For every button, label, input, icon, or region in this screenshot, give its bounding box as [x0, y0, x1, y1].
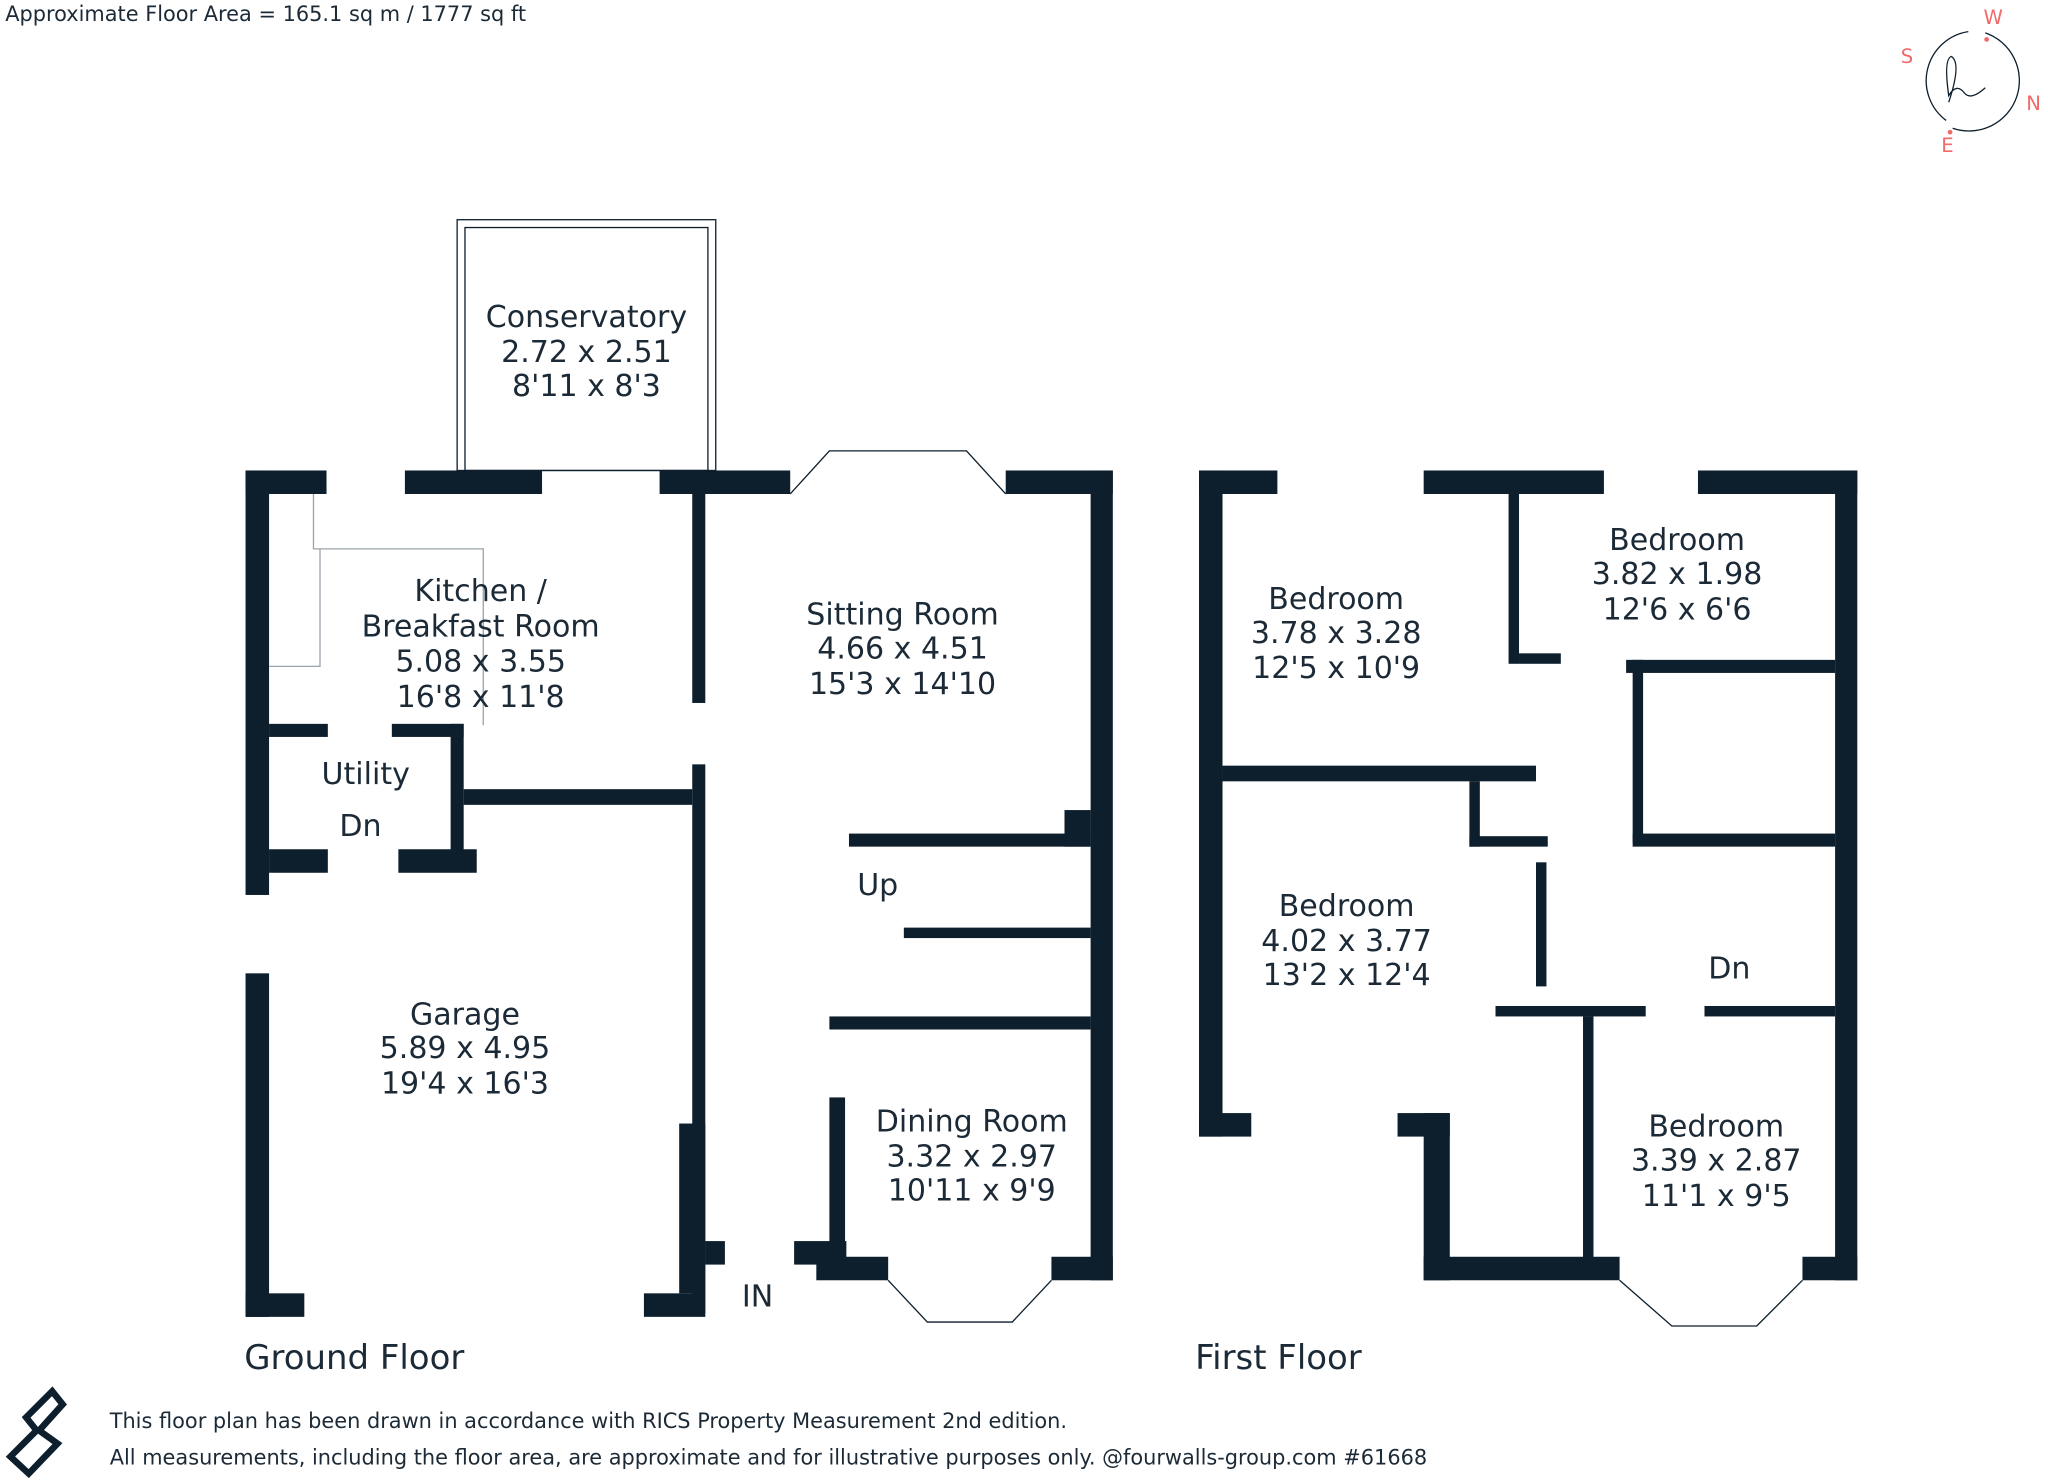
entrance-label: IN — [742, 1279, 773, 1314]
stairs-down-label: Dn — [1708, 952, 1750, 987]
room-dining: Dining Room 3.32 x 2.97 10'11 x 9'9 — [876, 1104, 1068, 1208]
first-floor-title: First Floor — [1195, 1338, 1362, 1378]
room-name: Breakfast Room — [362, 609, 600, 644]
room-metric: 5.89 x 4.95 — [380, 1031, 551, 1066]
footer-disclaimer-1: This floor plan has been drawn in accord… — [109, 1409, 1067, 1433]
footer-disclaimer-2: All measurements, including the floor ar… — [110, 1445, 1427, 1469]
room-metric: 5.08 x 3.55 — [395, 645, 566, 680]
room-metric: 4.02 x 3.77 — [1261, 924, 1432, 959]
compass-e: E — [1941, 134, 1953, 157]
room-name: Utility — [322, 757, 410, 792]
room-imperial: 11'1 x 9'5 — [1642, 1179, 1791, 1214]
room-name: Bedroom — [1279, 889, 1415, 924]
stairs-down-label: Dn — [339, 809, 381, 844]
stairs-up-label: Up — [857, 868, 898, 903]
room-sitting: Sitting Room 4.66 x 4.51 15'3 x 14'10 — [806, 598, 998, 702]
room-name: Conservatory — [486, 300, 687, 335]
room-metric: 2.72 x 2.51 — [501, 335, 672, 370]
room-name: Bedroom — [1648, 1110, 1784, 1145]
compass-n: N — [2026, 92, 2041, 115]
first-floor-walls — [1199, 470, 1858, 1327]
room-imperial: 12'6 x 6'6 — [1603, 592, 1752, 627]
room-bedroom-2: Bedroom 3.82 x 1.98 12'6 x 6'6 — [1592, 523, 1763, 627]
room-metric: 3.82 x 1.98 — [1592, 557, 1763, 592]
compass-w: W — [1983, 6, 2002, 29]
room-name: Kitchen / — [414, 574, 547, 609]
room-imperial: 19'4 x 16'3 — [381, 1067, 549, 1102]
room-name: Bedroom — [1268, 582, 1404, 617]
room-metric: 4.66 x 4.51 — [817, 632, 988, 667]
room-garage: Garage 5.89 x 4.95 19'4 x 16'3 — [380, 997, 551, 1101]
compass-s: S — [1901, 45, 1913, 68]
room-imperial: 12'5 x 10'9 — [1252, 651, 1420, 686]
floor-area-text: Approximate Floor Area = 165.1 sq m / 17… — [5, 2, 526, 26]
room-metric: 3.39 x 2.87 — [1631, 1144, 1802, 1179]
room-conservatory: Conservatory 2.72 x 2.51 8'11 x 8'3 — [486, 300, 687, 404]
fourwalls-logo-icon — [5, 1386, 67, 1479]
room-imperial: 15'3 x 14'10 — [809, 667, 996, 702]
room-name: Garage — [410, 997, 520, 1032]
room-imperial: 8'11 x 8'3 — [512, 369, 661, 404]
room-bedroom-4: Bedroom 3.39 x 2.87 11'1 x 9'5 — [1631, 1110, 1802, 1214]
room-metric: 3.78 x 3.28 — [1251, 616, 1422, 651]
room-utility: Utility Dn — [322, 757, 410, 844]
room-name: Sitting Room — [806, 598, 998, 633]
room-imperial: 16'8 x 11'8 — [397, 680, 565, 715]
room-kitchen: Kitchen / Breakfast Room 5.08 x 3.55 16'… — [362, 574, 600, 715]
ground-floor-walls — [245, 219, 1113, 1323]
room-bedroom-1: Bedroom 3.78 x 3.28 12'5 x 10'9 — [1251, 582, 1422, 686]
compass-logo: W S N E — [1901, 6, 2041, 157]
room-name: Bedroom — [1609, 523, 1745, 558]
room-metric: 3.32 x 2.97 — [886, 1140, 1057, 1175]
room-name: Dining Room — [876, 1104, 1068, 1139]
room-imperial: 10'11 x 9'9 — [888, 1174, 1056, 1209]
room-imperial: 13'2 x 12'4 — [1263, 958, 1431, 993]
room-bedroom-3: Bedroom 4.02 x 3.77 13'2 x 12'4 — [1261, 889, 1432, 993]
ground-floor-title: Ground Floor — [244, 1338, 464, 1378]
